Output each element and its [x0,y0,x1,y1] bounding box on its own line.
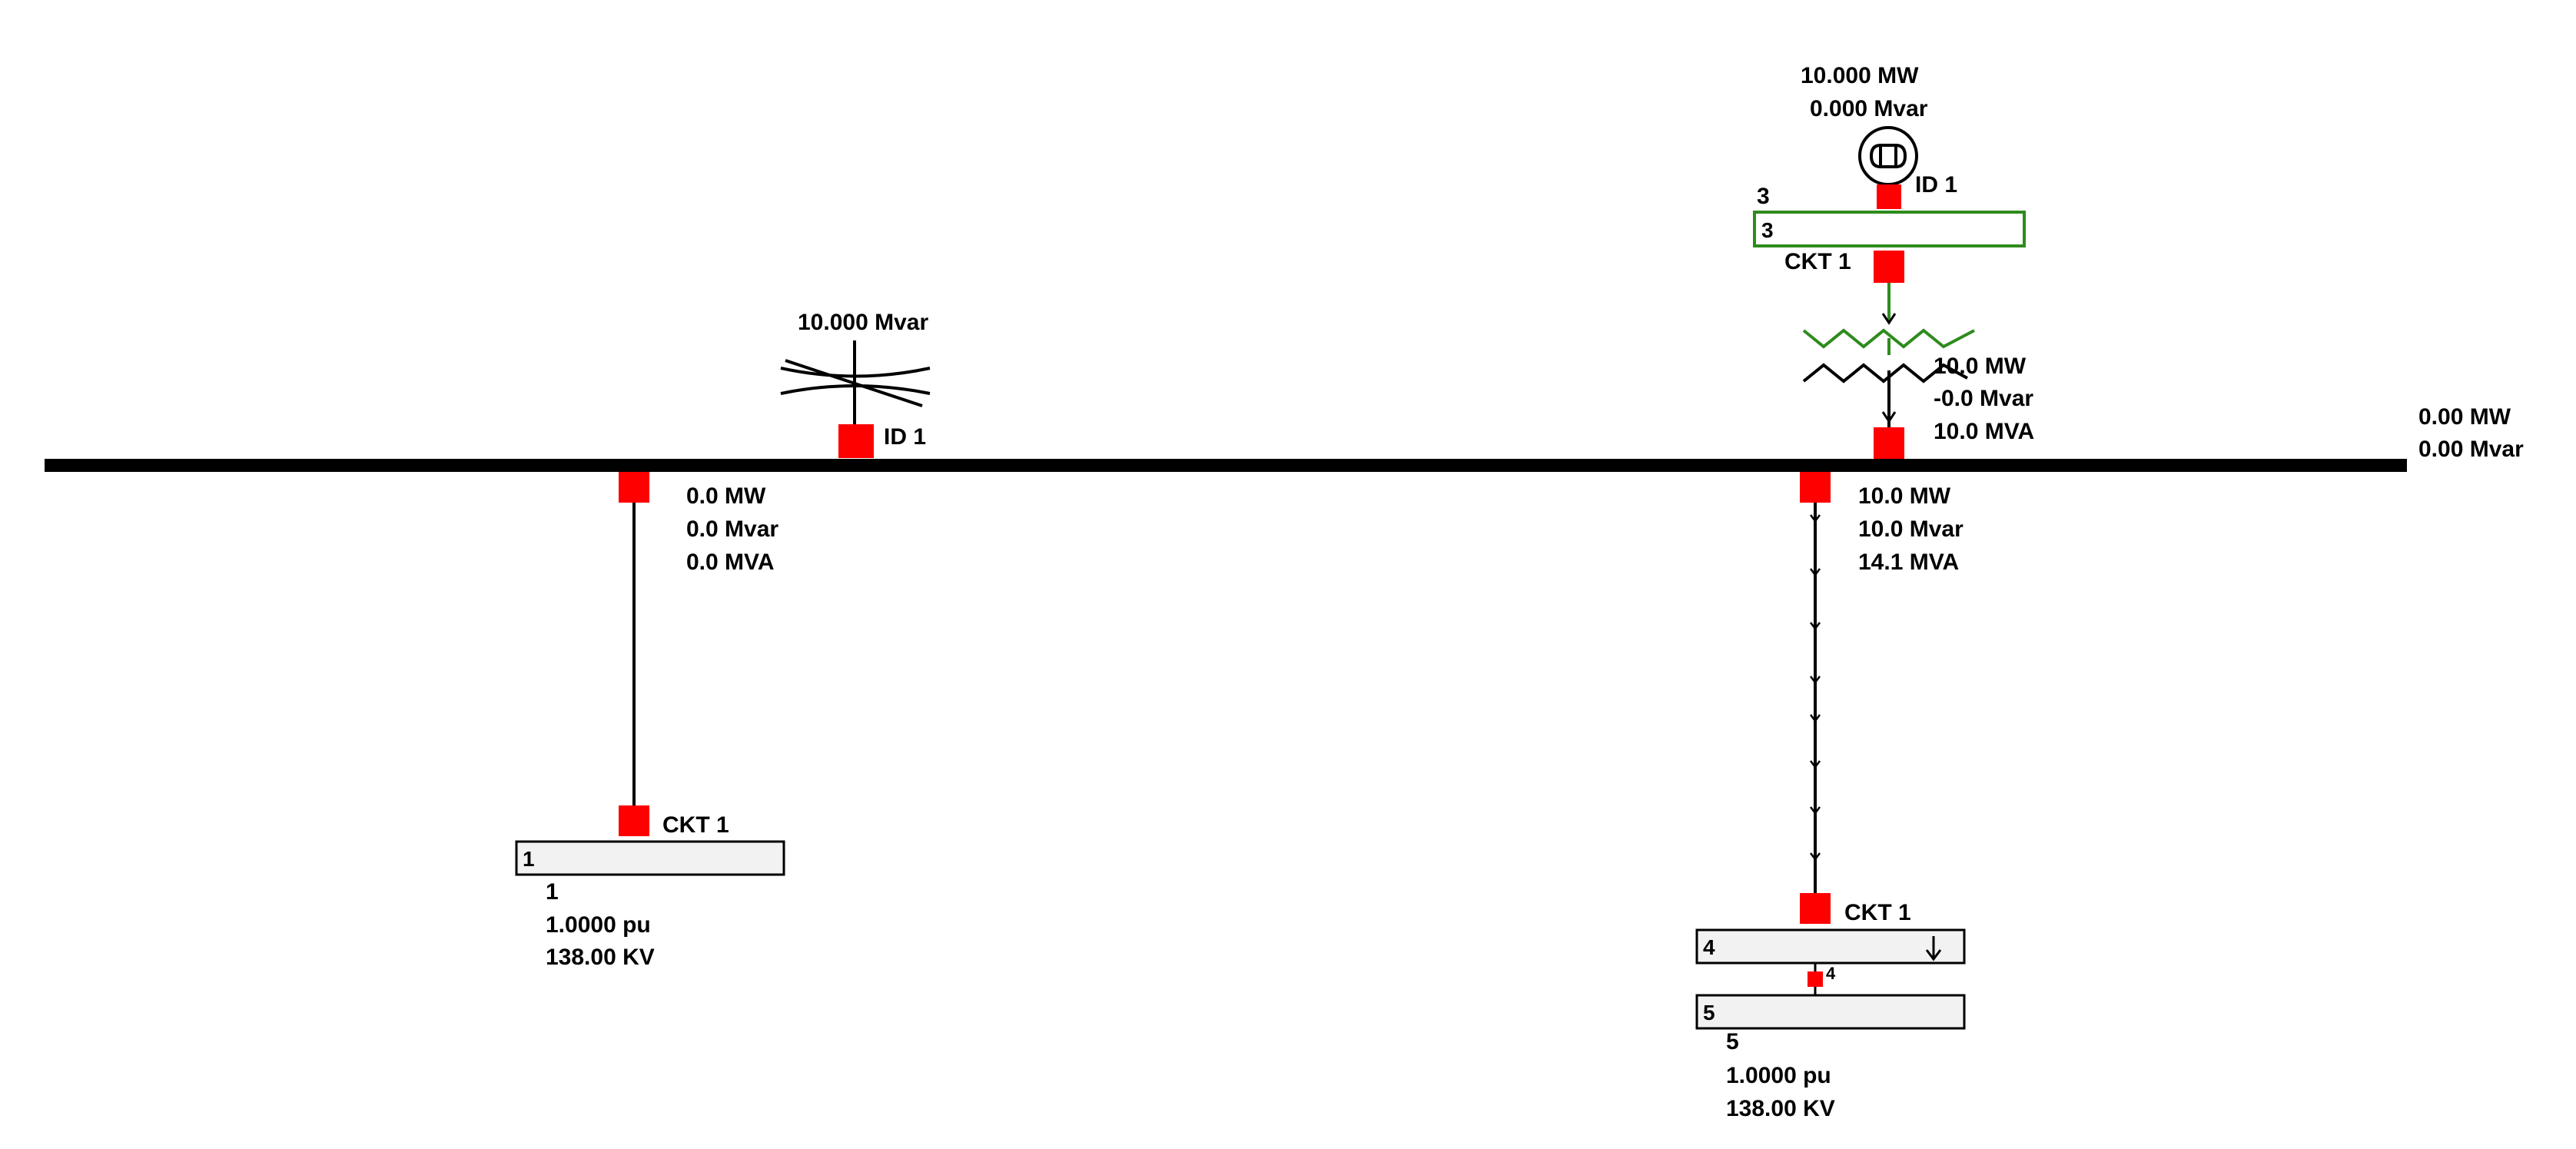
branch4-to-breaker[interactable] [1800,893,1831,924]
branch4-mvar: 10.0 Mvar [1858,516,1964,542]
bus4-box[interactable] [1695,928,1966,965]
bus1-name: 1 [546,879,559,905]
generator-id-label: ID 1 [1915,172,1957,198]
bus3-box-label: 3 [1761,218,1774,242]
bus4-box-label: 4 [1703,935,1715,959]
main-bus-mvar: 0.00 Mvar [2418,437,2524,462]
branch4-from-breaker[interactable] [1800,472,1831,503]
transformer-mva: 10.0 MVA [1934,419,2034,444]
transformer-secondary-arrow [1881,411,1897,423]
branch1-ckt: CKT 1 [662,812,729,838]
bus3-branch-breaker[interactable] [1874,251,1904,283]
generator-mvar: 0.000 Mvar [1810,96,1928,121]
generator-icon[interactable] [1858,126,1918,186]
bus-tie-switch[interactable] [1808,971,1823,987]
bus1-box[interactable] [515,840,785,876]
bus-tie-label: 4 [1826,964,1836,983]
load-arrow-icon[interactable] [1925,936,1942,961]
generator-mw: 10.000 MW [1801,63,1919,88]
shunt-breaker[interactable] [838,424,874,458]
transformer-mw: 10.0 MW [1934,354,2027,379]
transformer-bus-breaker[interactable] [1874,427,1904,459]
bus3-box[interactable] [1753,211,2026,247]
bus5-voltage-pu: 1.0000 pu [1726,1063,1831,1088]
shunt-mvar-label: 10.000 Mvar [798,310,928,335]
bus5-voltage-kv: 138.00 KV [1726,1096,1835,1121]
branch1-from-breaker[interactable] [619,472,649,503]
transformer-icon[interactable] [1802,328,1975,427]
branch1-to-breaker[interactable] [619,805,649,836]
branch1-mva: 0.0 MVA [686,550,774,575]
branch4-ckt: CKT 1 [1844,900,1911,925]
bus1-voltage-pu: 1.0000 pu [546,912,651,938]
bus3-name: 3 [1757,184,1770,209]
shunt-id-label: ID 1 [884,424,926,450]
branch1-mvar: 0.0 Mvar [686,516,778,542]
bus3-ckt: CKT 1 [1784,249,1851,274]
transformer-mvar: -0.0 Mvar [1934,386,2033,411]
main-bus-bar[interactable] [45,459,2407,472]
bus1-voltage-kv: 138.00 KV [546,945,655,970]
branch1-mw: 0.0 MW [686,483,766,509]
bus5-box[interactable] [1695,994,1966,1030]
bus5-name: 5 [1726,1029,1739,1054]
main-bus-mw: 0.00 MW [2418,404,2511,430]
bus5-box-label: 5 [1703,1001,1715,1024]
branch4-flow-arrows [1810,514,1821,862]
transformer-primary-arrow [1881,313,1897,325]
generator-breaker[interactable] [1877,184,1901,209]
branch4-mva: 14.1 MVA [1858,550,1959,575]
bus1-box-label: 1 [523,847,535,871]
branch4-mw: 10.0 MW [1858,483,1951,509]
